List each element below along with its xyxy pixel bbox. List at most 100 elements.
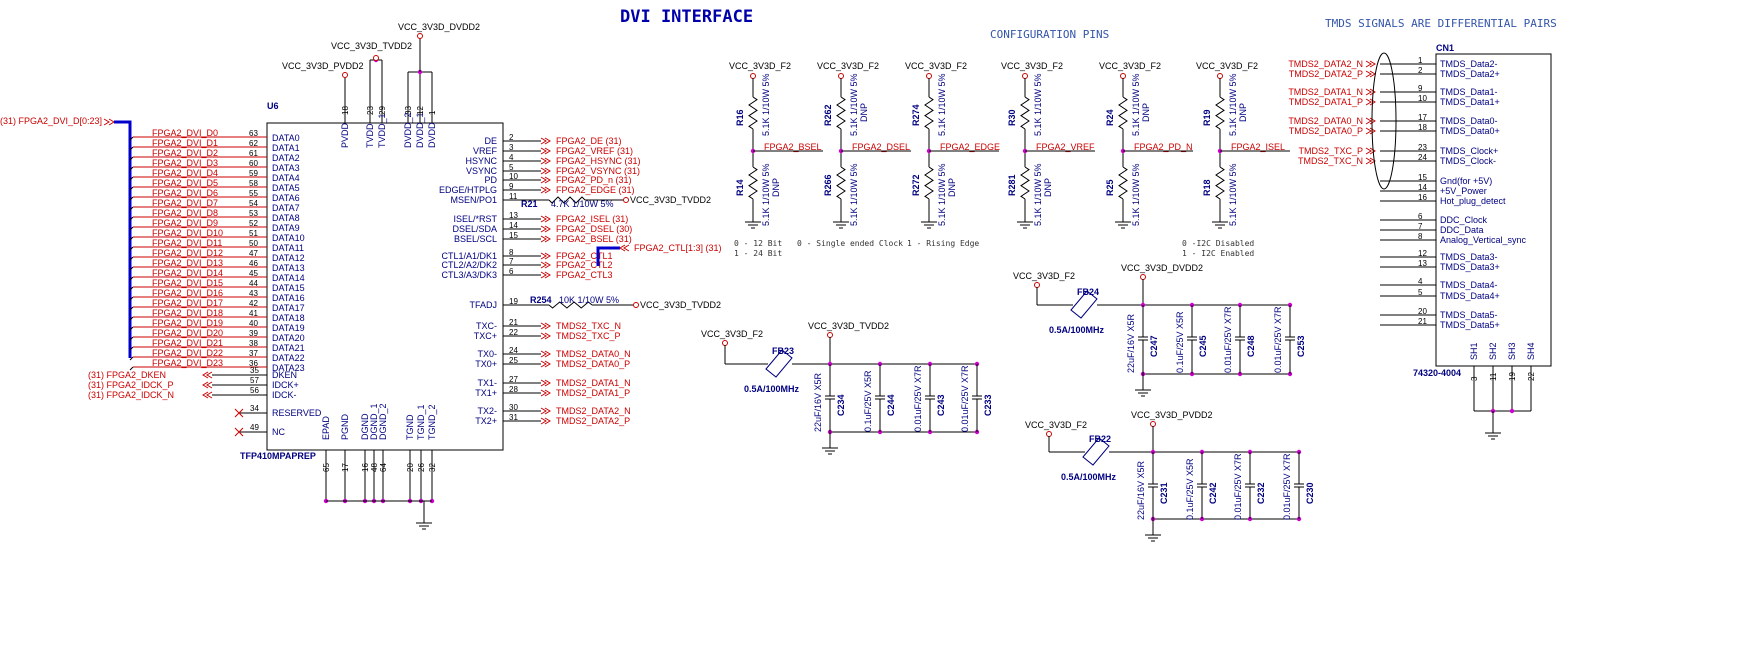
offpage-connector [202,391,213,399]
data-pin-number: 40 [249,319,258,328]
offpage-connector [619,244,630,252]
config-heading: CONFIGURATION PINS [990,28,1109,41]
top-pin-name: PVDD [340,122,350,148]
data-net-label: FPGA2_DVI_D10 [152,228,223,238]
right-net-label: TMDS2_TXC_N [556,321,621,331]
power-terminal [722,340,728,346]
power-terminal [827,332,833,338]
cn1-net-label: TMDS2_DATA2_P [1289,69,1363,79]
config-top-ref: R262 [823,104,833,126]
data-pin-name: DATA22 [272,353,305,363]
cn1-pin-name: Hot_plug_detect [1440,196,1506,206]
cn1-pin-name: TMDS_Clock+ [1440,146,1498,156]
data-pin-name: DATA19 [272,323,305,333]
right-pin-number: 2 [509,133,514,142]
offpage-connector [540,137,551,145]
pvdd-rail-label: VCC_3V3D_PVDD2 [282,61,364,71]
power-terminal [633,302,639,308]
config-rail-label: VCC_3V3D_F2 [1001,61,1063,71]
capacitor-ref: C253 [1296,335,1306,357]
config-net-label: FPGA2_BSEL [764,142,822,152]
bus-entry [129,146,134,151]
bus-entry [129,366,134,371]
data-net-label: FPGA2_DVI_D18 [152,308,223,318]
bus-entry [129,346,134,351]
config-top-ref: R19 [1202,109,1212,126]
bottom-pin-number: 16 [361,463,370,472]
resistor-symbol [748,96,758,130]
right-pin-name: CTL2/A2/DK2 [441,260,497,270]
offpage-connector [540,186,551,194]
data-net-label: FPGA2_DVI_D13 [152,258,223,268]
power-filters: VCC_3V3D_F2FB230.5A/100MHzVCC_3V3D_TVDD2… [701,263,1315,542]
offpage-connector [540,379,551,387]
r254-value: 10K 1/10W 5% [559,295,619,305]
right-pin-name: TX0- [477,349,497,359]
config-top-dnp: DNP [859,103,869,122]
right-net-label: FPGA2_ISEL (31) [556,214,628,224]
u6-ref: U6 [267,101,279,111]
right-net-label: TMDS2_TXC_P [556,331,621,341]
right-net-label: FPGA2_PD_n (31) [556,175,632,185]
right-pin-name: BSEL/SCL [454,234,497,244]
capacitor-ref: C247 [1149,335,1159,357]
offpage-connector [1365,147,1376,155]
data-pin-name: DATA10 [272,233,305,243]
cn1-connector: CN174320-4004TMDS_Data2-1TMDS2_DATA2_NTM… [1288,43,1552,440]
config-note: 1 - Rising Edge [907,239,979,248]
config-net-label: FPGA2_PD_N [1134,142,1193,152]
ctl-bus [596,246,620,266]
power-terminal [1046,431,1052,437]
right-pin-name: VREF [473,146,498,156]
config-bot-ref: R281 [1007,174,1017,196]
cn1-net-label: TMDS2_DATA1_N [1288,87,1363,97]
right-pin-number: 7 [509,257,514,266]
power-terminal [1034,282,1040,288]
data-net-label: FPGA2_DVI_D6 [152,188,218,198]
data-net-label: FPGA2_DVI_D23 [152,358,223,368]
offpage-connector [540,235,551,243]
data-pin-number: 55 [249,189,258,198]
right-pin-number: 9 [509,182,514,191]
data-pin-number: 44 [249,279,258,288]
bus-entry [129,306,134,311]
data-pin-name: DATA20 [272,333,305,343]
power-terminal [1022,73,1028,79]
cn1-pin-name: TMDS_Data1+ [1440,97,1500,107]
right-net-label: FPGA2_EDGE (31) [556,185,635,195]
resistor-symbol [1118,166,1128,200]
data-pin-name: DATA12 [272,253,305,263]
data-net-label: FPGA2_DVI_D20 [152,328,223,338]
cn1-pin-name: TMDS_Clock- [1440,156,1496,166]
resistor-symbol [1020,166,1030,200]
cn1-pin-name: Gnd(for +5V) [1440,176,1492,186]
cn1-pin-number: 12 [1418,249,1427,258]
bus-entry [129,326,134,331]
offpage-connector [202,381,213,389]
data-pin-name: DATA16 [272,293,305,303]
data-net-label: FPGA2_DVI_D16 [152,288,223,298]
offpage-connector [1365,70,1376,78]
cn1-pin-number: 15 [1418,173,1427,182]
right-net-label: FPGA2_HSYNC (31) [556,156,641,166]
power-terminal [838,73,844,79]
data-pin-number: 61 [249,149,258,158]
right-net-label: FPGA2_DE (31) [556,136,622,146]
right-pin-name: TX2+ [475,416,497,426]
data-pin-number: 45 [249,269,258,278]
left-pin-name: RESERVED [272,408,322,418]
ferrite-bead-symbol [1070,290,1098,319]
resistor-symbol [1215,166,1225,200]
data-net-label: FPGA2_DVI_D17 [152,298,223,308]
r21-ref: R21 [521,199,538,209]
right-net-label: TMDS2_DATA1_N [556,378,631,388]
offpage-connector [103,118,115,126]
cn1-pin-name: TMDS_Data3- [1440,252,1498,262]
offpage-connector [540,176,551,184]
config-top-value: 5.1K 1/10W 5% [1228,73,1238,136]
filter-in-rail: VCC_3V3D_F2 [1025,420,1087,430]
right-net-label: FPGA2_DSEL (30) [556,224,632,234]
bus-entry [129,196,134,201]
config-bot-ref: R25 [1105,179,1115,196]
